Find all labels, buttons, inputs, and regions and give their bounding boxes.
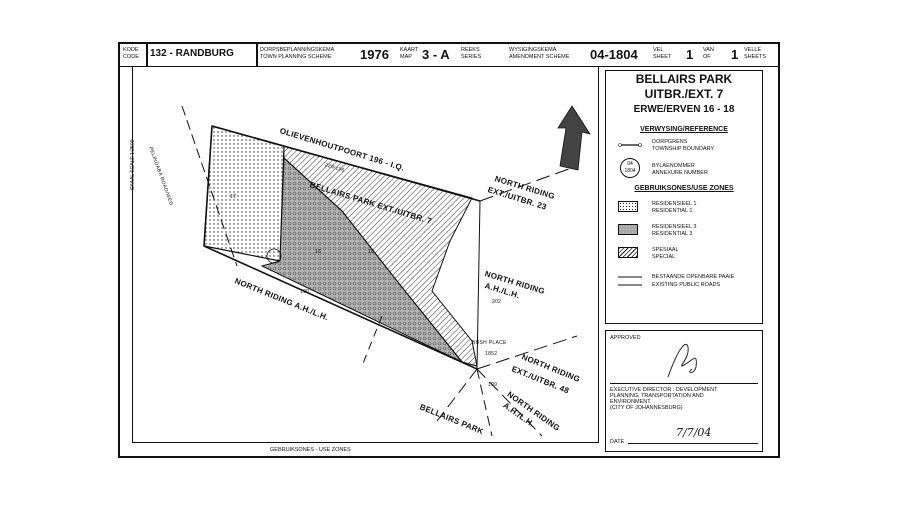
title-block-header: KODE CODE 132 - RANDBURG DORPSBEPLANNING… [120, 44, 778, 67]
road-pelindaba [181, 105, 238, 267]
erf-17-residential-1 [203, 125, 285, 262]
legend-title-2: UITBR./EXT. 7 [644, 87, 724, 101]
legend-title-3: ERWE/ERVEN 16 - 18 [633, 104, 735, 115]
sheet-value: 1 [686, 47, 694, 62]
label-erf-17: 17 [230, 194, 237, 200]
annexure-symbol-icon: 04 1804 [620, 158, 640, 178]
annex-symbol-bottom: 1804 [624, 168, 636, 174]
annexure-marker [266, 248, 282, 264]
res1-en: RESIDENTIAL 1 [652, 208, 693, 214]
road-ssw [476, 368, 493, 437]
boundary-en: TOWNSHIP BOUNDARY [652, 146, 715, 152]
zones-heading: GEBRUIKSONES/USE ZONES [634, 185, 734, 192]
res3-en: RESIDENTIAL 3 [652, 231, 693, 237]
date-label: DATE [610, 439, 625, 445]
footer-label: GEBRUIKSONES - USE ZONES [270, 447, 351, 453]
signature-icon [667, 343, 697, 378]
amend-af: WYSIGINGSKEMA [509, 47, 557, 53]
annex-af: BYLAENOMMER [652, 163, 695, 169]
label-bush-place: BUSH PLACE [472, 340, 507, 346]
sheets-value: 1 [731, 47, 739, 62]
boundary-symbol-icon [618, 143, 642, 147]
map-drawing [181, 105, 591, 437]
reeks-label: REEKS [461, 47, 480, 53]
road-e [476, 335, 578, 370]
label-plot-202: 202 [492, 299, 502, 305]
label-plot-199: 199 [488, 382, 498, 388]
township-boundary-south [203, 245, 478, 370]
residential-1-swatch [618, 201, 638, 212]
kode-label: KODE [123, 47, 139, 53]
res1-af: RESIDENSIEEL 1 [652, 201, 697, 207]
sheets-label: SHEETS [744, 54, 767, 60]
boundary-east [476, 200, 481, 370]
road-s [436, 368, 478, 422]
reference-heading: VERWYSING/REFERENCE [640, 126, 728, 133]
approved-label: APPROVED [610, 335, 641, 341]
road-mid [361, 315, 383, 367]
label-erf-16: 16 [315, 249, 322, 255]
road-se [476, 368, 543, 437]
legend-title-1: BELLAIRS PARK [635, 72, 733, 86]
header-divider [146, 44, 148, 66]
amend-en: AMENDMENT SCHEME [509, 54, 570, 60]
township-boundary-north [211, 125, 481, 202]
of-label: OF [703, 54, 711, 60]
roads-af: BESTAANDE OPENBARE PAAIE [652, 274, 735, 280]
label-plot-190: 190 [300, 289, 310, 295]
kaart-label: KAART [400, 47, 419, 53]
special-swatch [618, 247, 638, 258]
annex-en: ANNEXURE NUMBER [652, 170, 708, 176]
map-sheet: KODE CODE 132 - RANDBURG DORPSBEPLANNING… [118, 42, 780, 458]
map-frame: SKAAL SCALE 1:2500 [130, 66, 599, 443]
code-label: CODE [123, 54, 139, 60]
van-label: VAN [703, 47, 714, 53]
residential-3-swatch [618, 224, 638, 235]
roads-en: EXISTING PUBLIC ROADS [652, 282, 721, 288]
director-line-2: PLANNING, TRANSPORTATION AND [610, 393, 704, 399]
legend-panel: BELLAIRS PARK UITBR./EXT. 7 ERWE/ERVEN 1… [605, 70, 763, 324]
label-erf-18: 18 [368, 249, 375, 255]
boundary-af: DORPGRENS [652, 139, 688, 145]
annex-symbol-top: 04 [627, 161, 633, 167]
date-value: 7/7/04 [676, 426, 712, 439]
res3-af: RESIDENSIEEL 3 [652, 224, 697, 230]
sheet-label: SHEET [653, 54, 672, 60]
scheme-af: DORPSBEPLANNINGSKEMA [260, 47, 335, 53]
north-arrow-icon [557, 105, 591, 171]
series-label: SERIES [461, 54, 482, 60]
director-line-3: ENVIRONMENT [610, 399, 651, 405]
pelindaba-road-edge [203, 125, 213, 247]
roads-symbol-icon [618, 276, 642, 286]
vel-label: VEL [653, 47, 664, 53]
map-value: 3 - A [422, 47, 450, 62]
velle-label: VELLE [744, 47, 762, 53]
special-af: SPESIAAL [652, 247, 679, 253]
special-en: SPECIAL [652, 254, 676, 260]
header-divider [256, 44, 258, 66]
director-line-4: (CITY OF JOHANNESBURG) [610, 405, 683, 411]
code-value: 132 - RANDBURG [150, 48, 234, 59]
signature-line [610, 383, 758, 384]
date-line [628, 443, 758, 444]
label-plot-1852: 1852 [485, 351, 498, 357]
approval-box: APPROVED EXECUTIVE DIRECTOR : DEVELOPMEN… [605, 330, 763, 452]
scheme-en: TOWN PLANNING SCHEME [260, 54, 332, 60]
scheme-year: 1976 [360, 47, 389, 62]
road-ne [479, 165, 578, 202]
map-label: MAP [400, 54, 412, 60]
amend-value: 04-1804 [590, 47, 638, 62]
director-line-1: EXECUTIVE DIRECTOR : DEVELOPMENT [610, 387, 718, 393]
